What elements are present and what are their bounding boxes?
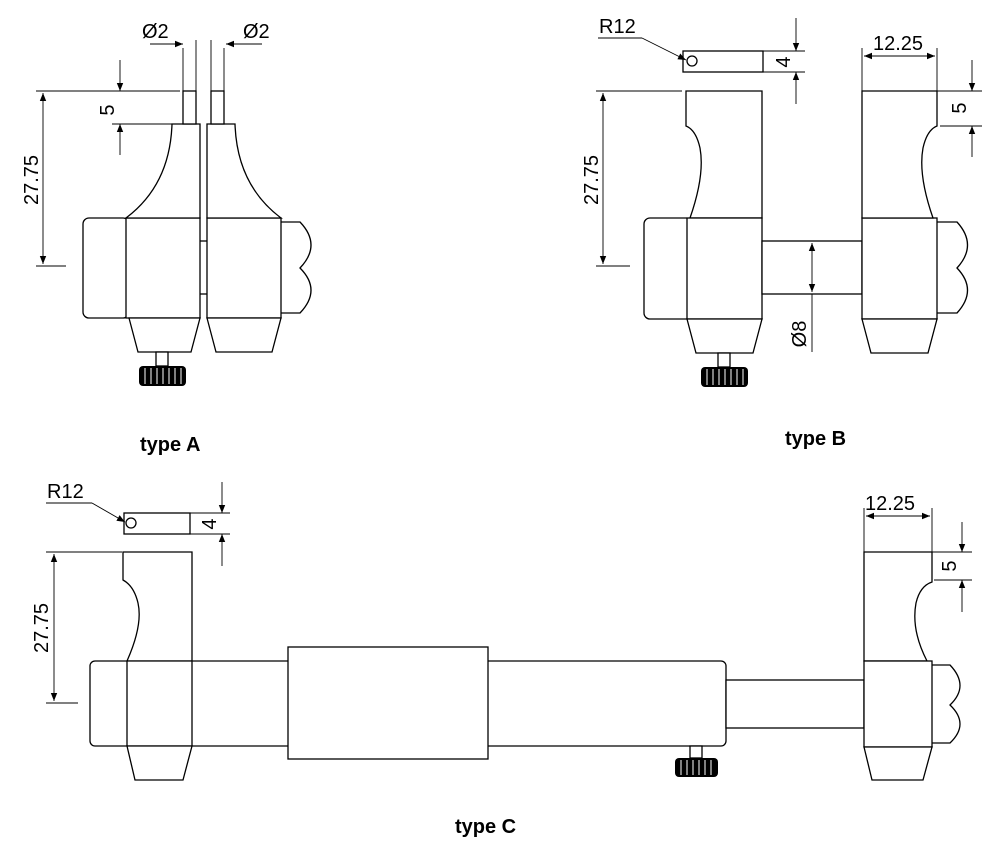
type-c-right-body <box>863 660 933 748</box>
type-b-dim-tip-length: 5 <box>949 102 971 113</box>
type-a-screw-stem <box>155 351 169 367</box>
type-c-dim-jaw-width: 12.25 <box>865 493 915 515</box>
type-b-drawing: R12 4 12.25 <box>581 16 982 450</box>
type-b-left-taper <box>686 318 763 354</box>
type-b-dim-height: 27.75 <box>581 155 603 205</box>
type-c-dim-radius-thickness: 4 <box>199 518 221 529</box>
type-b-caption: type B <box>785 428 846 450</box>
type-c-thumb-screw <box>675 758 718 777</box>
type-c-right-jaw <box>863 551 933 662</box>
type-c-left-taper <box>126 745 193 781</box>
type-c-rod <box>725 679 865 729</box>
type-a-dim-height: 27.75 <box>21 155 43 205</box>
type-c-caption: type C <box>455 816 516 838</box>
type-a-right-tip <box>210 90 225 125</box>
type-a-left-jaw <box>124 123 201 219</box>
type-c-dim-radius: R12 <box>47 481 84 503</box>
type-c-drawing: R12 4 27. <box>31 481 972 838</box>
type-b-screw-stem <box>717 352 731 368</box>
type-b-dim-radius: R12 <box>599 16 636 38</box>
type-a-left-body <box>125 217 201 319</box>
type-a-right-taper <box>206 317 282 353</box>
type-a-dim-tip-right: Ø2 <box>243 21 270 43</box>
type-c-left-jaw <box>122 551 193 662</box>
type-b-right-body <box>861 217 938 320</box>
type-a-left-taper <box>128 317 201 353</box>
type-b-dim-rod-diameter: Ø8 <box>789 321 811 348</box>
type-c-dim-height: 27.75 <box>31 603 53 653</box>
type-a-right-jaw <box>206 123 283 219</box>
type-c-sleeve <box>287 646 489 760</box>
type-c-screw-stem <box>689 745 703 759</box>
type-b-right-jaw <box>861 90 938 219</box>
type-c-radius-gauge <box>123 512 191 535</box>
type-a-drawing: Ø2 Ø2 5 27.75 type A <box>21 21 312 456</box>
type-b-right-taper <box>861 318 938 354</box>
type-b-radius-gauge <box>682 50 764 73</box>
type-b-left-jaw <box>685 90 763 219</box>
type-a-caption: type A <box>140 434 200 456</box>
type-a-dim-tip-length: 5 <box>97 104 119 115</box>
type-b-dim-jaw-width: 12.25 <box>873 33 923 55</box>
type-b-left-body <box>686 217 763 320</box>
type-c-dim-tip-length: 5 <box>939 560 961 571</box>
type-b-dim-radius-thickness: 4 <box>773 56 795 67</box>
type-a-knob <box>82 217 130 319</box>
type-a-right-body <box>206 217 282 319</box>
type-a-dim-tip-left: Ø2 <box>142 21 169 43</box>
type-a-left-tip <box>182 90 197 125</box>
type-c-right-taper <box>863 746 933 781</box>
type-b-knob <box>643 217 693 320</box>
